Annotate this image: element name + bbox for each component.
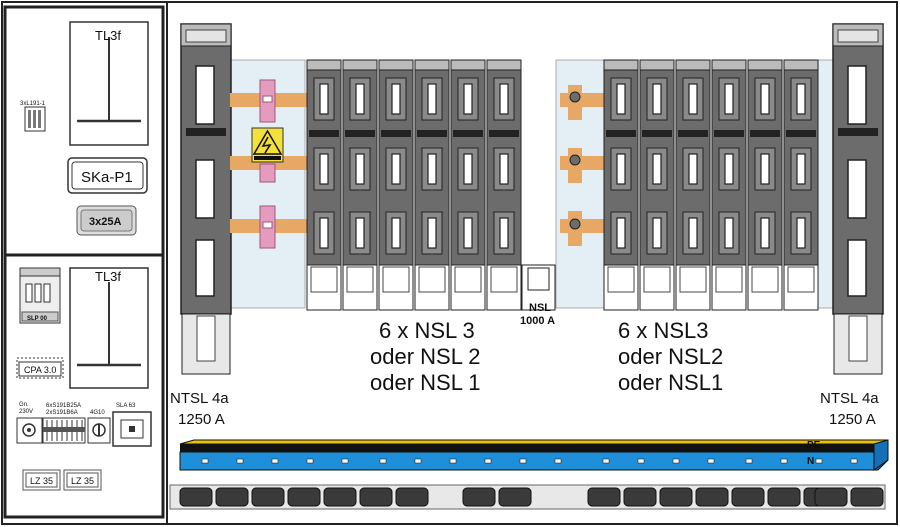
center-nsl-line1: NSL — [529, 302, 551, 314]
sla-label: SLA 63 — [116, 403, 136, 409]
left-ntsl-line2: 1250 A — [178, 411, 225, 428]
n-label: N — [807, 456, 814, 467]
right-ntsl-line2: 1250 A — [829, 411, 876, 428]
busbar-hole — [850, 458, 858, 464]
terminal-block — [623, 487, 657, 507]
terminal-block — [659, 487, 693, 507]
circuit-breaker-row: Gn. 230V 6xS191B25A 2xS191B6A 4G10 SLA 6… — [16, 402, 152, 447]
group-right-line2: oder NSL2 — [618, 344, 723, 369]
terminal-rail — [169, 484, 886, 510]
switch-label: 4G10 — [90, 410, 105, 416]
nsl-fuse-column — [675, 59, 711, 311]
busbar-hole — [414, 458, 422, 464]
busbar-holes — [201, 458, 858, 464]
busbar-hole — [554, 458, 562, 464]
nsl-fuse-column — [603, 59, 639, 311]
busbar-hole — [201, 458, 209, 464]
center-round-connectors — [569, 91, 581, 230]
busbar-hole — [637, 458, 645, 464]
terminal-block — [587, 487, 621, 507]
busbar-hole — [519, 458, 527, 464]
fuse-b-label: 2xS191B6A — [46, 410, 78, 416]
warning-sign — [251, 127, 284, 163]
busbar-hole — [379, 458, 387, 464]
left-ntsl-switch — [180, 23, 232, 375]
top-meter-tl3f: TL3f — [69, 21, 149, 146]
terminal-block — [850, 487, 884, 507]
nsl-fuse-column — [747, 59, 783, 311]
nsl-fuse-column — [639, 59, 675, 311]
nsl-fuse-column — [342, 59, 378, 311]
pe-label: PE — [807, 440, 821, 451]
ska-box: SKa-P1 — [67, 157, 148, 194]
busbar-hole — [815, 458, 823, 464]
terminal-block — [731, 487, 765, 507]
terminal-block — [251, 487, 285, 507]
left-ntsl-line1: NTSL 4a — [170, 390, 229, 407]
busbar-hole — [306, 458, 314, 464]
right-ntsl-line1: NTSL 4a — [820, 390, 879, 407]
group-left-line3: oder NSL 1 — [370, 370, 480, 395]
ska-label: SKa-P1 — [81, 169, 133, 186]
terminal-block — [215, 487, 249, 507]
bottom-meter-label: TL3f — [95, 269, 121, 284]
terminal-block — [767, 487, 801, 507]
busbar-hole — [602, 458, 610, 464]
busbar-hole — [236, 458, 244, 464]
terminal-block — [498, 487, 532, 507]
terminal-block — [323, 487, 357, 507]
busbar-hole — [341, 458, 349, 464]
bottom-meter-tl3f: TL3f — [69, 267, 149, 389]
right-ntsl-switch — [832, 23, 884, 375]
terminal-block — [179, 487, 213, 507]
terminal-blocks — [179, 487, 884, 507]
nsl-fuse-column — [414, 59, 450, 311]
nsl-fuse-column — [783, 59, 819, 311]
busbar-hole — [672, 458, 680, 464]
nsl-fuse-column — [711, 59, 747, 311]
pink-connectors — [259, 79, 276, 249]
slp-module: SLP 00 — [19, 267, 61, 324]
top-meter-label: TL3f — [95, 28, 121, 43]
terminal-block — [395, 487, 429, 507]
group-left-line2: oder NSL 2 — [370, 344, 480, 369]
cpa-module: CPA 3.0 — [16, 357, 64, 379]
terminal-block — [814, 487, 848, 507]
terminal-block — [462, 487, 496, 507]
fuse-box: 3x25A — [76, 205, 137, 236]
top-side-breaker: 3xL191-1 — [20, 101, 46, 132]
center-nsl-module — [521, 264, 556, 311]
lz-left-label: LZ 35 — [30, 476, 53, 486]
nsl-fuse-column — [486, 59, 522, 311]
busbar-hole — [745, 458, 753, 464]
voltage-label: 230V — [19, 409, 33, 415]
lz-modules: LZ 35 LZ 35 — [22, 469, 102, 491]
group-right-line1: 6 x NSL3 — [618, 318, 709, 343]
slp-label: SLP 00 — [27, 316, 48, 322]
terminal-block — [695, 487, 729, 507]
terminal-block — [287, 487, 321, 507]
busbar-hole — [484, 458, 492, 464]
busbar-hole — [780, 458, 788, 464]
top-side-label: 3xL191-1 — [20, 101, 46, 107]
nsl-fuse-column — [378, 59, 414, 311]
busbar-hole — [271, 458, 279, 464]
nsl-fuse-column — [450, 59, 486, 311]
nsl-fuse-column — [306, 59, 342, 311]
cpa-label: CPA 3.0 — [24, 365, 56, 375]
busbar-hole — [449, 458, 457, 464]
center-nsl-line2: 1000 A — [520, 315, 555, 327]
group-right-line3: oder NSL1 — [618, 370, 723, 395]
fuse-label: 3x25A — [89, 216, 121, 228]
group-left-line1: 6 x NSL 3 — [379, 318, 475, 343]
terminal-block — [359, 487, 393, 507]
nsl-left-group — [306, 59, 522, 311]
pe-n-busbar: PE N — [179, 439, 889, 471]
busbar-hole — [707, 458, 715, 464]
gn-label: Gn. — [19, 402, 29, 408]
lz-right-label: LZ 35 — [71, 476, 94, 486]
fuse-a-label: 6xS191B25A — [46, 403, 81, 409]
nsl-right-group — [603, 59, 819, 311]
